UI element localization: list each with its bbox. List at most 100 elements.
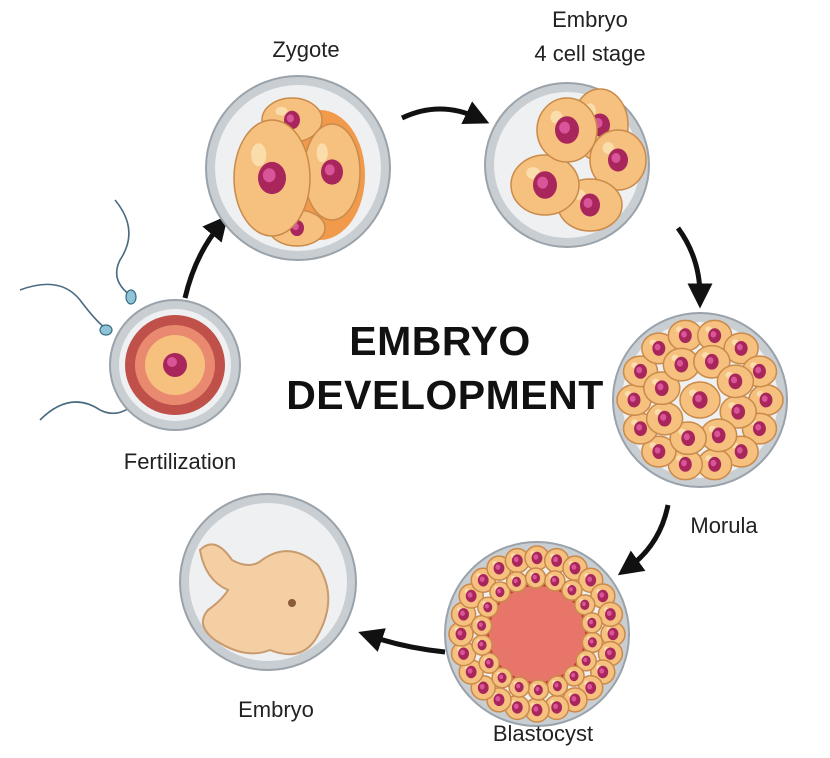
nucleus-highlight (513, 578, 518, 584)
nucleus-highlight (497, 588, 502, 594)
nucleus-highlight (681, 459, 687, 467)
nucleus-highlight (286, 114, 294, 123)
label-fertilization: Fertilization (123, 449, 237, 474)
nucleus-highlight (606, 610, 612, 616)
blastocoel-cavity (489, 586, 585, 682)
nucleus-highlight (606, 649, 612, 656)
nucleus-highlight (654, 343, 661, 351)
nucleus-highlight (681, 331, 687, 338)
nucleus-highlight (587, 683, 593, 690)
label-4cell-stage: 4 cell stage (534, 41, 646, 66)
nucleus-highlight (707, 356, 714, 364)
nucleus-highlight (755, 366, 762, 374)
nucleus-highlight (695, 394, 702, 403)
nucleus-highlight (486, 660, 491, 665)
nucleus-highlight (537, 176, 548, 189)
nucleus-highlight (262, 168, 276, 183)
cell-highlight (316, 143, 328, 163)
zygote-cell (205, 75, 391, 261)
nucleus-highlight (467, 668, 473, 674)
nucleus-highlight (571, 672, 576, 678)
nucleus-highlight (736, 447, 743, 454)
nucleus-highlight (457, 630, 463, 636)
label-zygote: Zygote (272, 37, 340, 62)
nucleus-highlight (533, 554, 539, 560)
nucleus-highlight (599, 668, 605, 674)
nucleus-highlight (513, 556, 519, 563)
nucleus-highlight (495, 564, 501, 570)
nucleus-highlight (657, 383, 664, 391)
nucleus-highlight (479, 641, 484, 647)
nucleus-highlight (571, 564, 577, 570)
nucleus-highlight (589, 639, 594, 644)
four-cell-embryo (484, 82, 650, 248)
nucleus-highlight (761, 395, 768, 402)
nucleus-highlight (554, 682, 559, 688)
nucleus-highlight (571, 696, 577, 702)
fetus-eye (288, 599, 296, 607)
nucleus-highlight (599, 592, 605, 598)
label-embryo-4cell: Embryo (552, 7, 628, 32)
nucleus-highlight (676, 359, 684, 367)
nucleus-highlight (167, 357, 177, 367)
nucleus-highlight (683, 433, 690, 441)
nucleus-highlight (460, 649, 465, 656)
arrow-4cell-to-morula (675, 226, 713, 309)
blastocyst-cell (444, 541, 630, 727)
nucleus-highlight (324, 164, 335, 176)
nucleus-highlight (479, 576, 485, 582)
nucleus-highlight (588, 619, 594, 625)
nucleus-highlight (755, 424, 762, 431)
nucleus-highlight (587, 576, 593, 582)
nucleus-highlight (467, 592, 473, 598)
nucleus-highlight (478, 622, 483, 627)
nucleus-highlight (551, 577, 556, 583)
nucleus-highlight (583, 198, 593, 208)
nucleus-highlight (513, 703, 519, 710)
nucleus-highlight (553, 703, 559, 710)
nucleus-highlight (654, 447, 661, 454)
nucleus-highlight (636, 366, 643, 374)
fetus-body (198, 543, 330, 656)
nucleus-highlight (710, 459, 717, 467)
nucleus-highlight (533, 706, 539, 712)
nucleus-highlight (532, 574, 537, 580)
nucleus-highlight (569, 587, 574, 592)
nucleus-highlight (710, 331, 717, 338)
nucleus-highlight (736, 343, 743, 351)
nucleus-highlight (629, 395, 636, 402)
nucleus-highlight (499, 674, 504, 680)
arrow-fertilization-to-zygote (182, 215, 228, 299)
nucleus-highlight (730, 376, 738, 384)
fertilization-cell (109, 299, 241, 431)
label-morula: Morula (690, 513, 758, 538)
nucleus-highlight (479, 683, 485, 690)
title-line1: EMBRYO (349, 318, 531, 364)
cell-highlight (602, 142, 614, 154)
nucleus-highlight (581, 601, 586, 607)
nucleus-highlight (460, 610, 465, 616)
nucleus-highlight (660, 413, 667, 421)
nucleus-highlight (611, 153, 621, 163)
nucleus-highlight (495, 696, 501, 702)
nucleus-highlight (553, 556, 559, 563)
nucleus-highlight (583, 657, 588, 663)
arrow-morula-to-blastocyst (617, 504, 671, 576)
label-embryo: Embryo (238, 697, 314, 722)
nucleus-highlight (636, 424, 643, 431)
nucleus-highlight (714, 430, 721, 438)
cell-highlight (275, 106, 288, 116)
arrow-blastocyst-to-embryo (358, 628, 446, 655)
nucleus-highlight (559, 121, 570, 134)
title-line2: DEVELOPMENT (286, 372, 604, 418)
nucleus-highlight (733, 407, 740, 414)
nucleus-highlight (484, 604, 489, 609)
nucleus-highlight (535, 686, 540, 692)
label-blastocyst: Blastocyst (492, 721, 594, 746)
embryo-fetus (179, 493, 357, 671)
nucleus-highlight (516, 683, 521, 689)
morula-cell (612, 312, 788, 488)
nucleus-highlight (609, 630, 615, 636)
